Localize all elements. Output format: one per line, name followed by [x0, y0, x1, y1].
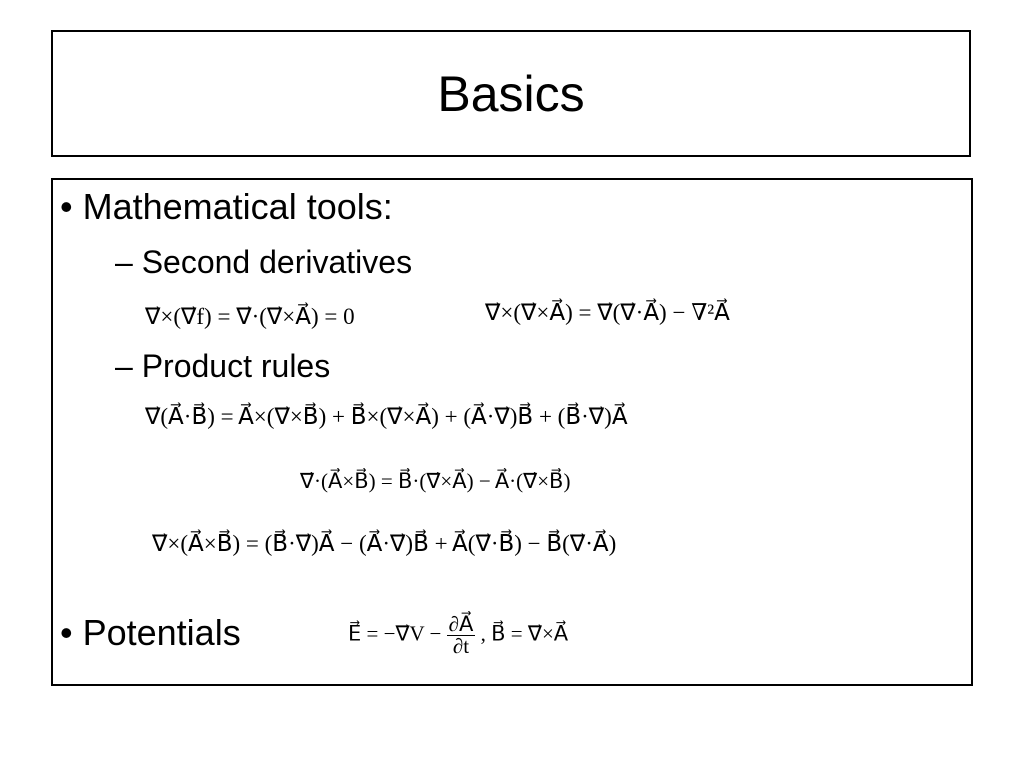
- content-box: [51, 178, 973, 686]
- title-box: Basics: [51, 30, 971, 157]
- bullet-potentials: • Potentials: [60, 612, 241, 653]
- bullet-mathematical-tools: • Mathematical tools:: [60, 186, 393, 227]
- subbullet-second-derivatives: – Second derivatives: [115, 244, 413, 280]
- fraction-numerator: ∂A⃗: [446, 612, 476, 636]
- equation-potentials: E⃗ = −∇⃗V − ∂A⃗ ∂t , B⃗ = ∇⃗×A⃗: [348, 614, 568, 657]
- slide-title: Basics: [437, 65, 585, 122]
- subbullet-product-rules: – Product rules: [115, 348, 331, 384]
- partial-derivative-fraction: ∂A⃗ ∂t: [446, 612, 476, 658]
- fraction-denominator: ∂t: [452, 634, 470, 658]
- equation-second-derivative-2: ∇⃗×(∇⃗×A⃗) = ∇⃗(∇⃗·A⃗) − ∇²A⃗: [485, 300, 730, 325]
- equation-product-rule-3: ∇⃗×(A⃗×B⃗) = (B⃗·∇⃗)A⃗ − (A⃗·∇⃗)B⃗ + A⃗(…: [152, 531, 617, 556]
- equation-potentials-rhs: , B⃗ = ∇⃗×A⃗: [480, 621, 569, 646]
- equation-potentials-lhs: E⃗ = −∇⃗V −: [348, 621, 442, 646]
- equation-second-derivative-1: ∇⃗×(∇⃗f) = ∇⃗·(∇⃗×A⃗) = 0: [145, 304, 355, 329]
- equation-product-rule-1: ∇⃗(A⃗·B⃗) = A⃗×(∇⃗×B⃗) + B⃗×(∇⃗×A⃗) + (A…: [145, 404, 628, 429]
- equation-product-rule-2: ∇⃗·(A⃗×B⃗) = B⃗·(∇⃗×A⃗) − A⃗·(∇⃗×B⃗): [300, 469, 571, 493]
